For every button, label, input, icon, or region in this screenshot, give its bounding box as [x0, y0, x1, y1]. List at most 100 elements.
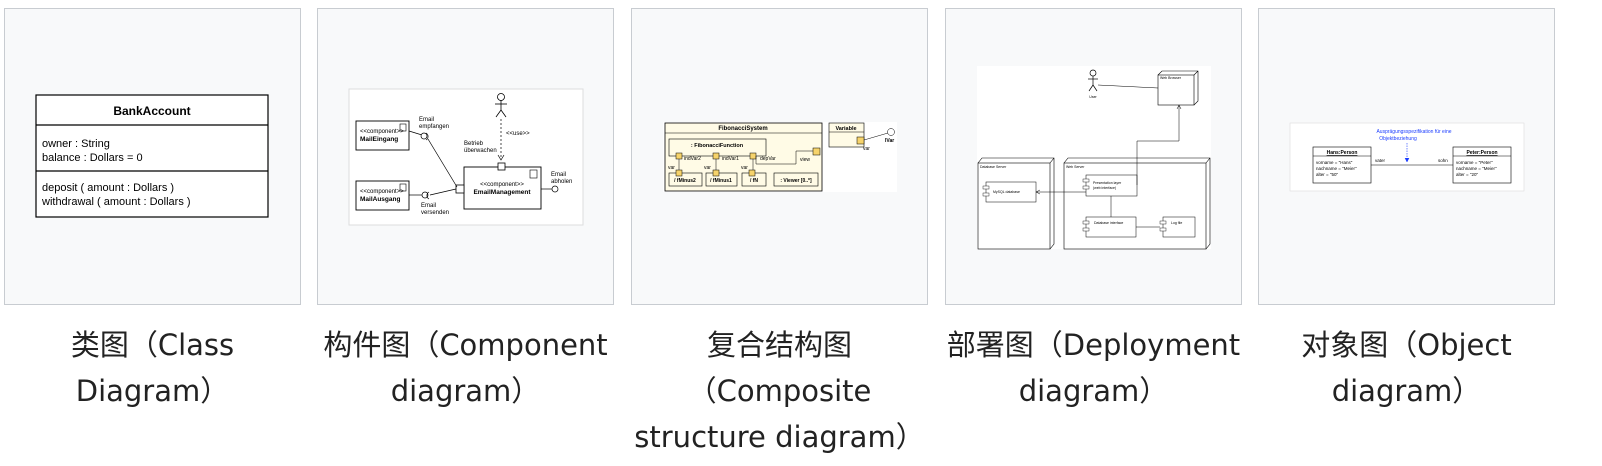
component-email-management — [463, 166, 542, 210]
caption-line: 类图（Class — [70, 328, 235, 362]
annotation-note: Ausprägungsspezifikation für eine — [1376, 129, 1451, 135]
object-attribute: alter = "20" — [1456, 172, 1478, 177]
component-diagram-thumbnail[interactable]: <<component>> MailEingang <<component>> … — [318, 9, 613, 304]
caption-line: 复合结构图 — [706, 328, 852, 362]
component-presentation — [1085, 174, 1138, 197]
annotation-note: Objektbeziehung — [1379, 136, 1417, 142]
component-db-interface — [1085, 216, 1137, 238]
component-icon — [529, 169, 538, 179]
part-name: / fMinus2 — [674, 178, 696, 184]
caption-component-diagram[interactable]: 构件图（Component diagram） — [317, 322, 614, 414]
stereotype: <<component>> — [360, 189, 404, 195]
actor-icon — [1089, 69, 1097, 77]
caption-line: structure diagram） — [634, 420, 925, 454]
actor-icon — [497, 93, 505, 101]
object-diagram-thumbnail[interactable]: Ausprägungsspezifikation für eine Objekt… — [1259, 9, 1554, 304]
gallery-item-composite-structure-diagram[interactable]: FibonacciSystem : FibonacciFunction indV… — [631, 8, 928, 305]
caption-line: diagram） — [1331, 374, 1482, 408]
label-text: Email — [551, 172, 566, 178]
class-name: BankAccount — [113, 104, 190, 118]
caption-line: diagram） — [1018, 374, 1169, 408]
node-label: Web Server — [1066, 165, 1085, 169]
component-name: EmailManagement — [473, 189, 531, 196]
function-name: : FibonacciFunction — [691, 143, 744, 149]
component-label: Log file — [1171, 221, 1182, 225]
component-icon — [399, 183, 407, 192]
label-text: Email — [421, 203, 436, 209]
caption-line: 对象图（Object — [1301, 328, 1512, 362]
component-name: MailEingang — [360, 136, 398, 143]
node-label: Web Browser — [1160, 76, 1182, 80]
port-label: view — [800, 157, 810, 163]
port-label: depVar — [760, 156, 776, 162]
class-attribute: owner : String — [42, 138, 110, 150]
deployment-diagram-thumbnail[interactable]: User Web Browser Database Server MySQL d… — [946, 9, 1241, 304]
port-label: var — [863, 146, 870, 152]
class-operation: deposit ( amount : Dollars ) — [42, 182, 174, 194]
class-box — [35, 94, 269, 218]
caption-object-diagram[interactable]: 对象图（Object diagram） — [1258, 322, 1555, 414]
label-text: empfangen — [419, 124, 449, 130]
gallery-item-component-diagram[interactable]: <<component>> MailEingang <<component>> … — [317, 8, 614, 305]
object-attribute: vorname = "Hans" — [1316, 160, 1353, 165]
class-operation: withdrawal ( amount : Dollars ) — [41, 196, 191, 208]
component-label: (web interface) — [1093, 186, 1116, 190]
object-attribute: nachname = "Meier" — [1456, 166, 1497, 171]
part-name: / fMinus1 — [710, 178, 732, 184]
role-label: vater — [1375, 158, 1386, 163]
caption-composite-structure-diagram[interactable]: 复合结构图 （Composite structure diagram） — [631, 322, 928, 460]
port-label: var — [741, 165, 748, 171]
port-label: indVar2 — [684, 156, 701, 162]
variable-name: Variable — [835, 126, 856, 132]
object-hans — [1312, 146, 1372, 184]
component-name: MailAusgang — [360, 196, 400, 203]
part-viewer — [773, 172, 819, 187]
component-label: Presentation layer — [1093, 181, 1122, 185]
stereotype: <<component>> — [360, 129, 404, 135]
caption-line: 部署图（Deployment — [946, 328, 1241, 362]
label-text: abholen — [551, 179, 572, 185]
caption-line: diagram） — [390, 374, 541, 408]
object-title: Hans:Person — [1327, 150, 1358, 156]
object-attribute: vorname = "Peter" — [1456, 160, 1493, 165]
part-name: : Viewer [0..*] — [780, 178, 812, 184]
gallery-item-deployment-diagram[interactable]: User Web Browser Database Server MySQL d… — [945, 8, 1242, 305]
interface-icon — [887, 128, 895, 136]
gallery-item-class-diagram[interactable]: BankAccount owner : String balance : Dol… — [4, 8, 301, 305]
port-label: var — [668, 165, 675, 171]
node-web-browser — [1157, 74, 1195, 106]
label-text: versenden — [421, 210, 449, 216]
component-label: MySQL database — [993, 190, 1020, 194]
part-name: / fN — [750, 178, 758, 184]
label-text: überwachen — [464, 148, 497, 154]
stereotype: <<component>> — [480, 182, 524, 188]
node-database-server — [977, 162, 1051, 250]
caption-line: Diagram） — [75, 374, 230, 408]
class-variable — [828, 122, 865, 148]
class-attribute: balance : Dollars = 0 — [42, 152, 143, 164]
class-diagram-thumbnail[interactable]: BankAccount owner : String balance : Dol… — [5, 9, 300, 304]
node-label: Database Server — [980, 165, 1007, 169]
role-label: sohn — [1438, 158, 1448, 163]
caption-class-diagram[interactable]: 类图（Class Diagram） — [4, 322, 301, 414]
component-label: Database interface — [1094, 221, 1123, 225]
system-name: FibonacciSystem — [718, 126, 767, 132]
composite-structure-thumbnail[interactable]: FibonacciSystem : FibonacciFunction indV… — [632, 9, 927, 304]
label-text: Betrieb — [464, 141, 484, 147]
node-label: User — [1089, 95, 1097, 99]
port-label: var — [704, 165, 711, 171]
object-attribute: alter = "50" — [1316, 172, 1338, 177]
gallery-item-object-diagram[interactable]: Ausprägungsspezifikation für eine Objekt… — [1258, 8, 1555, 305]
label-text: Email — [419, 117, 434, 123]
label-use: <<use>> — [506, 131, 530, 137]
interface-name: IVar — [885, 138, 894, 144]
caption-line: （Composite — [687, 374, 872, 408]
object-title: Peter:Person — [1466, 150, 1497, 156]
object-attribute: nachname = "Meier" — [1316, 166, 1357, 171]
port-label: indVar1 — [722, 156, 739, 162]
component-log-file — [1162, 216, 1196, 238]
caption-line: 构件图（Component — [323, 328, 608, 362]
component-icon — [399, 123, 407, 132]
caption-deployment-diagram[interactable]: 部署图（Deployment diagram） — [945, 322, 1242, 414]
